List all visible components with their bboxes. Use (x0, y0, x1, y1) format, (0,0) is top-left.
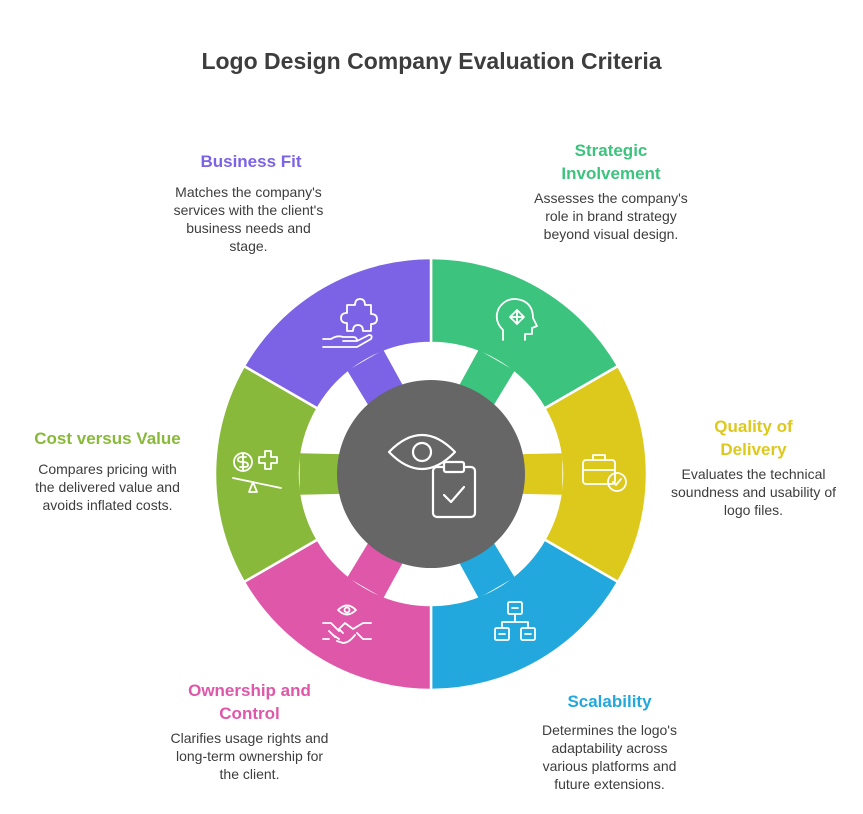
segment-title: Cost versus Value (34, 429, 181, 448)
segment-description: Compares pricing with the delivered valu… (35, 461, 180, 513)
segment-business-fit (242, 256, 433, 411)
hierarchy-icon (494, 601, 536, 641)
segment-description: Assesses the company's role in brand str… (534, 190, 688, 242)
label-business-fit: Business Fit Matches the company's servi… (166, 150, 336, 255)
segment-connector (516, 453, 563, 495)
label-scalability: Scalability Determines the logo's adapta… (528, 690, 691, 793)
segment-description: Evaluates the technical soundness and us… (671, 466, 836, 518)
puzzle-hand-icon (322, 298, 378, 348)
segment-title: Scalability (567, 692, 652, 711)
diagram-title: Logo Design Company Evaluation Criteria (201, 48, 662, 74)
segment-title: Business Fit (200, 152, 302, 171)
head-arrows-icon (495, 298, 538, 341)
label-quality-of-delivery: Quality of Delivery Evaluates the techni… (671, 415, 836, 519)
dollar-scale-icon (232, 450, 282, 493)
label-ownership-and-control: Ownership and Control Clarifies usage ri… (167, 679, 332, 783)
briefcase-badge-icon (582, 454, 627, 492)
label-cost-versus-value: Cost versus Value Compares pricing with … (20, 427, 195, 514)
segment-description: Determines the logo's adaptability acros… (542, 722, 677, 792)
segment-connector (299, 453, 346, 495)
segment-description: Matches the company's services with the … (173, 184, 324, 254)
segment-description: Clarifies usage rights and long-term own… (170, 730, 329, 782)
segment-title: Strategic Involvement (561, 141, 661, 183)
label-strategic-involvement: Strategic Involvement Assesses the compa… (531, 139, 691, 243)
segment-title: Ownership and Control (188, 681, 311, 723)
handshake-eye-icon (322, 604, 372, 644)
center-hub (337, 380, 525, 568)
eye-clipboard-check-icon (387, 433, 477, 519)
segment-title: Quality of Delivery (714, 417, 793, 459)
